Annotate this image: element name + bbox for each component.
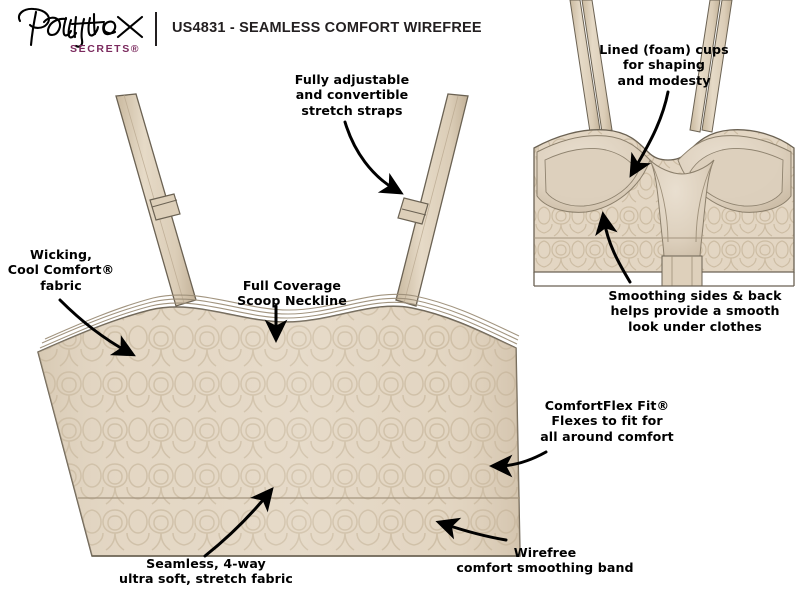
header-bar: SECRETS® US4831 - SEAMLESS COMFORT WIREF…	[0, 0, 800, 62]
front-body	[37, 293, 521, 557]
strap-adjuster-left	[149, 193, 181, 221]
arrow-wirefree	[435, 517, 508, 542]
playtex-script-logo	[17, 7, 144, 48]
arrow-wicking	[58, 298, 136, 357]
callout-wicking-label: Wicking, Cool Comfort® fabric	[7, 247, 115, 293]
front-strap-right	[395, 93, 469, 307]
arrow-smoothing	[595, 211, 632, 284]
brand-logo: SECRETS®	[14, 4, 150, 58]
callout-straps-label: Fully adjustable and convertible stretch…	[294, 72, 410, 118]
arrow-comfortflex	[489, 450, 548, 478]
brand-sub-label: SECRETS®	[70, 43, 141, 55]
callout-lined-cups-label: Lined (foam) cups for shaping and modest…	[599, 42, 729, 88]
arrow-seamless	[203, 487, 274, 558]
product-title: US4831 - SEAMLESS COMFORT WIREFREE	[172, 20, 482, 36]
arrow-straps	[343, 120, 404, 195]
callout-comfortflex-label: ComfortFlex Fit® Flexes to fit for all a…	[540, 398, 674, 444]
header-divider	[155, 12, 157, 46]
callout-smoothing-label: Smoothing sides & back helps provide a s…	[608, 288, 782, 334]
front-strap-left	[115, 93, 197, 307]
inside-body	[533, 129, 795, 287]
callout-neckline-label: Full Coverage Scoop Neckline	[237, 278, 347, 309]
strap-adjuster-right	[397, 197, 429, 225]
callout-wirefree-label: Wirefree comfort smoothing band	[456, 545, 634, 576]
callout-arrows	[58, 90, 670, 558]
front-view-bra	[37, 93, 521, 557]
center-gore	[661, 255, 703, 287]
arrow-lined-cups	[629, 90, 670, 178]
callout-seamless-label: Seamless, 4-way ultra soft, stretch fabr…	[119, 556, 293, 587]
